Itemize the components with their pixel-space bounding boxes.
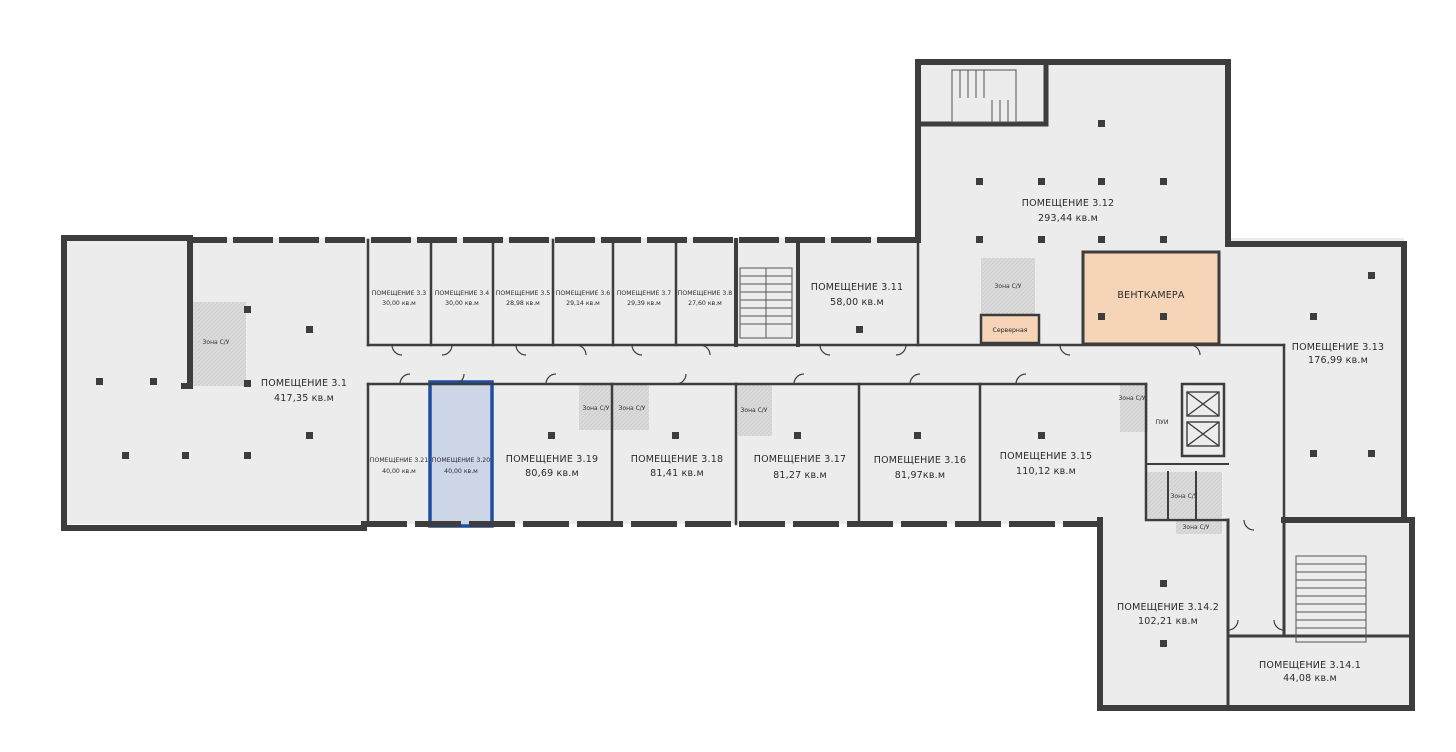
room-3-1-name: ПОМЕЩЕНИЕ 3.1 [261, 378, 347, 389]
room-3-7-name: ПОМЕЩЕНИЕ 3.7 [617, 290, 672, 297]
doors [391, 344, 1285, 631]
room-3-19-name: ПОМЕЩЕНИЕ 3.19 [506, 454, 598, 465]
room-3-15-name: ПОМЕЩЕНИЕ 3.15 [1000, 451, 1092, 462]
room-3-20-name: ПОМЕЩЕНИЕ 3.20 [432, 457, 490, 464]
room-3-17-area: 81,27 кв.м [773, 470, 827, 481]
room-3-8-name: ПОМЕЩЕНИЕ 3.8 [678, 290, 733, 297]
special-rooms [979, 250, 1221, 346]
room-3-4-name: ПОМЕЩЕНИЕ 3.4 [435, 290, 490, 297]
wc-zones [192, 258, 1222, 534]
lift-icons [1186, 391, 1220, 447]
room-labels: ПОМЕЩЕНИЕ 3.1 417,35 кв.м ПОМЕЩЕНИЕ 3.3 … [203, 198, 1384, 684]
room-3-7-area: 29,39 кв.м [627, 300, 661, 307]
room-3-12-name: ПОМЕЩЕНИЕ 3.12 [1022, 198, 1114, 209]
wc-zone-label: Зона С/У [741, 407, 768, 414]
room-3-19-area: 80,69 кв.м [525, 468, 579, 479]
wc-zone-label: Зона С/У [619, 405, 646, 412]
room-3-16-area: 81,97кв.м [895, 470, 946, 481]
server-room-label: Серверная [993, 327, 1028, 334]
room-3-21-area: 40,00 кв.м [382, 468, 416, 475]
room-3-20-highlight[interactable] [428, 380, 494, 528]
room-3-16-name: ПОМЕЩЕНИЕ 3.16 [874, 455, 966, 466]
room-3-11-name: ПОМЕЩЕНИЕ 3.11 [811, 282, 903, 293]
room-3-17-name: ПОМЕЩЕНИЕ 3.17 [754, 454, 846, 465]
room-3-1-area: 417,35 кв.м [274, 393, 334, 404]
room-3-3-name: ПОМЕЩЕНИЕ 3.3 [372, 290, 427, 297]
pui-label: ПУИ [1155, 419, 1168, 426]
wc-zone-label: Зона С/У [583, 405, 610, 412]
wc-zone-label: Зона С/У [1119, 395, 1146, 402]
room-3-3-area: 30,00 кв.м [382, 300, 416, 307]
room-3-14-1-name: ПОМЕЩЕНИЕ 3.14.1 [1259, 660, 1361, 671]
room-3-5-name: ПОМЕЩЕНИЕ 3.5 [496, 290, 551, 297]
walls [61, 59, 1415, 711]
room-3-5-area: 28,98 кв.м [506, 300, 540, 307]
room-3-15-area: 110,12 кв.м [1016, 466, 1076, 477]
room-3-14-1-area: 44,08 кв.м [1283, 673, 1337, 684]
room-3-18-name: ПОМЕЩЕНИЕ 3.18 [631, 454, 723, 465]
stairs [739, 69, 1367, 643]
wc-zone-label: Зона С/У [995, 283, 1022, 290]
room-3-11-area: 58,00 кв.м [830, 297, 884, 308]
ventkamera-label: ВЕНТКАМЕРА [1117, 290, 1184, 301]
room-3-20-area: 40,00 кв.м [444, 468, 478, 475]
room-3-6-name: ПОМЕЩЕНИЕ 3.6 [556, 290, 611, 297]
room-3-4-area: 30,00 кв.м [445, 300, 479, 307]
room-3-18-area: 81,41 кв.м [650, 468, 704, 479]
room-3-8-area: 27,60 кв.м [688, 300, 722, 307]
room-3-12-area: 293,44 кв.м [1038, 213, 1098, 224]
wc-zone-label: Зона С/У [1183, 524, 1210, 531]
room-3-14-2-name: ПОМЕЩЕНИЕ 3.14.2 [1117, 602, 1219, 613]
room-3-21-name: ПОМЕЩЕНИЕ 3.21 [370, 457, 428, 464]
wc-zone-label: Зона С/У [1171, 493, 1198, 500]
columns [96, 120, 1375, 647]
room-3-14-2-area: 102,21 кв.м [1138, 616, 1198, 627]
room-3-13-name: ПОМЕЩЕНИЕ 3.13 [1292, 342, 1384, 353]
room-3-13-area: 176,99 кв.м [1308, 355, 1368, 366]
room-3-6-area: 29,14 кв.м [566, 300, 600, 307]
wc-zone-label: Зона С/У [203, 339, 230, 346]
